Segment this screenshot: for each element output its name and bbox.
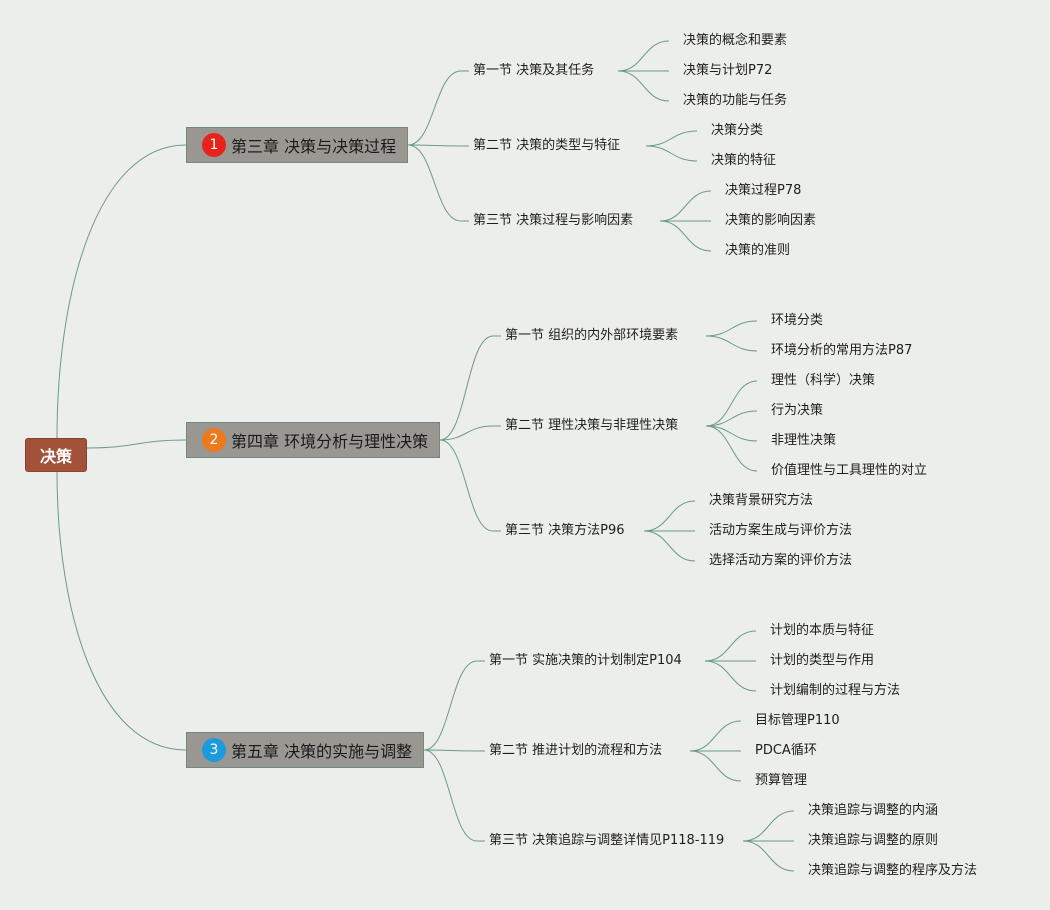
connector-line	[439, 439, 494, 532]
connector-line	[659, 190, 712, 222]
leaf-node[interactable]: 计划的类型与作用	[770, 653, 875, 668]
section-node[interactable]: 第二节 决策的类型与特征	[473, 138, 621, 153]
connector-line	[617, 70, 670, 102]
chapter-node-3[interactable]: 1 第三章 决策与决策过程	[186, 127, 408, 163]
leaf-node[interactable]: 环境分析的常用方法P87	[771, 343, 913, 358]
connector-line	[705, 425, 758, 472]
connector-line	[645, 130, 698, 147]
section-node[interactable]: 第三节 决策方法P96	[505, 523, 625, 538]
leaf-node[interactable]: 决策追踪与调整的程序及方法	[808, 863, 978, 878]
connector-line	[689, 750, 742, 782]
connector-line	[407, 144, 462, 222]
leaf-node[interactable]: 决策的特征	[711, 153, 777, 168]
connector-line	[407, 70, 462, 146]
leaf-node[interactable]: 决策过程P78	[725, 183, 802, 198]
connector-line	[643, 500, 696, 532]
leaf-node[interactable]: 非理性决策	[771, 433, 837, 448]
leaf-node[interactable]: 理性（科学）决策	[771, 373, 876, 388]
connector-line	[659, 220, 712, 252]
leaf-node[interactable]: 价值理性与工具理性的对立	[771, 463, 928, 478]
connector-line	[742, 840, 795, 872]
connector-line	[439, 335, 494, 441]
connector-line	[423, 749, 478, 752]
connector-line	[645, 145, 698, 162]
chapter-title: 第四章 环境分析与理性决策	[231, 432, 429, 451]
chapter-title: 第三章 决策与决策过程	[231, 137, 397, 156]
leaf-node[interactable]: 计划的本质与特征	[770, 623, 875, 638]
root-node[interactable]: 决策	[25, 438, 87, 472]
connector-line	[705, 410, 758, 427]
number-badge-icon: 2	[202, 428, 226, 452]
connector-line	[423, 660, 478, 751]
connector-line	[705, 425, 758, 442]
leaf-node[interactable]: 行为决策	[771, 403, 824, 418]
leaf-node[interactable]: 决策与计划P72	[683, 63, 773, 78]
section-node[interactable]: 第一节 实施决策的计划制定P104	[489, 653, 682, 668]
leaf-node[interactable]: 决策追踪与调整的内涵	[808, 803, 939, 818]
leaf-node[interactable]: 决策的影响因素	[725, 213, 817, 228]
connector-line	[704, 660, 757, 692]
leaf-node[interactable]: 选择活动方案的评价方法	[709, 553, 853, 568]
connector-line	[705, 335, 758, 352]
connector-line	[617, 40, 670, 72]
section-node[interactable]: 第二节 理性决策与非理性决策	[505, 418, 679, 433]
leaf-node[interactable]: 环境分类	[771, 313, 824, 328]
section-node[interactable]: 第一节 决策及其任务	[473, 63, 595, 78]
section-node[interactable]: 第三节 决策追踪与调整详情见P118-119	[489, 833, 725, 848]
leaf-node[interactable]: 目标管理P110	[755, 713, 840, 728]
connector-line	[423, 749, 478, 842]
connector-line	[742, 810, 795, 842]
connector-line	[705, 320, 758, 337]
chapter-node-4[interactable]: 2 第四章 环境分析与理性决策	[186, 422, 440, 458]
chapter-title: 第五章 决策的实施与调整	[231, 742, 413, 761]
leaf-node[interactable]: 决策的概念和要素	[683, 33, 788, 48]
number-badge-icon: 3	[202, 738, 226, 762]
leaf-node[interactable]: 决策的准则	[725, 243, 791, 258]
connector-line	[86, 439, 187, 449]
section-node[interactable]: 第三节 决策过程与影响因素	[473, 213, 634, 228]
connector-line	[643, 530, 696, 562]
connector-line	[689, 720, 742, 752]
leaf-node[interactable]: 决策分类	[711, 123, 764, 138]
leaf-node[interactable]: 活动方案生成与评价方法	[709, 523, 853, 538]
connector-line	[56, 144, 187, 439]
section-node[interactable]: 第一节 组织的内外部环境要素	[505, 328, 679, 343]
leaf-node[interactable]: 决策追踪与调整的原则	[808, 833, 939, 848]
connector-line	[439, 425, 494, 441]
connector-line	[705, 380, 758, 427]
connector-line	[56, 471, 187, 751]
leaf-node[interactable]: 决策背景研究方法	[709, 493, 814, 508]
leaf-node[interactable]: 预算管理	[755, 773, 808, 788]
leaf-node[interactable]: 决策的功能与任务	[683, 93, 788, 108]
connector-line	[407, 144, 462, 147]
leaf-node[interactable]: 计划编制的过程与方法	[770, 683, 901, 698]
connector-line	[704, 630, 757, 662]
leaf-node[interactable]: PDCA循环	[755, 743, 817, 758]
section-node[interactable]: 第二节 推进计划的流程和方法	[489, 743, 663, 758]
number-badge-icon: 1	[202, 133, 226, 157]
chapter-node-5[interactable]: 3 第五章 决策的实施与调整	[186, 732, 424, 768]
